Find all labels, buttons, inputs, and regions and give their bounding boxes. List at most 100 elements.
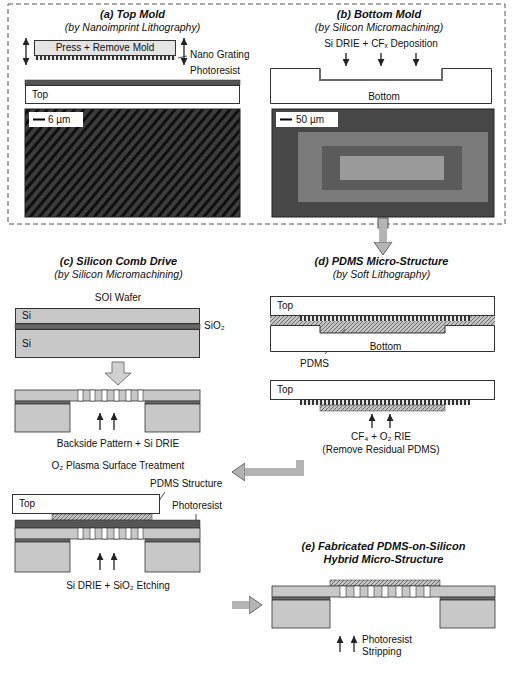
- patterned-wafer: [15, 401, 70, 404]
- layer-label: Si: [22, 338, 31, 350]
- patterned-wafer: [15, 390, 200, 401]
- bonded-assembly: [52, 514, 152, 520]
- hybrid-structure: [368, 586, 374, 597]
- leader-line: [178, 56, 187, 58]
- press-arrow: [26, 38, 184, 65]
- patterned-wafer: [15, 390, 200, 432]
- process-label: Photoresist Stripping: [362, 634, 434, 658]
- step-arrow: [105, 362, 131, 385]
- part-label: SOI Wafer: [95, 292, 141, 304]
- process-label: Si DRIE + SiO₂ Etching: [66, 580, 170, 592]
- deposition-arrow: [380, 53, 381, 66]
- resist-grating: [300, 316, 470, 321]
- silicon-layer: Si: [15, 329, 200, 358]
- sem-image: [322, 146, 462, 190]
- flow-arrow: [232, 601, 249, 609]
- hybrid-structure: [440, 600, 495, 628]
- step-subheading: (by Silicon Micromachining): [5, 268, 232, 281]
- hybrid-structure: [272, 600, 330, 628]
- step-subheading: (by Nanoimprint Lithography): [15, 21, 250, 34]
- bonded-assembly: [15, 520, 200, 528]
- sem-image: [272, 109, 494, 217]
- patterned-wafer: [138, 390, 143, 401]
- press-arrow: [183, 51, 184, 65]
- resist-grating: [300, 316, 470, 321]
- part-label: SiO₂: [204, 320, 225, 332]
- bonded-assembly: [90, 528, 95, 539]
- step-arrow: [105, 362, 131, 385]
- process-step-panel: (d) PDMS Micro-Structure(by Soft Lithogr…: [258, 255, 505, 460]
- mold-outline: [271, 69, 492, 104]
- part-label: Photoresist: [190, 65, 240, 77]
- substrate-layer: Top: [12, 494, 160, 514]
- bonded-assembly: [102, 528, 107, 539]
- pdms-layer: [270, 316, 495, 325]
- process-label: Backside Pattern + Si DRIE: [57, 438, 180, 450]
- part-label: PDMS: [300, 358, 329, 370]
- bonded-assembly: [145, 539, 200, 542]
- step-heading: (b) Bottom Mold: [258, 8, 500, 21]
- patterned-wafer: [145, 401, 200, 404]
- sem-image: [298, 132, 488, 202]
- leader-line: [196, 514, 197, 520]
- etch-arrow: [99, 553, 100, 570]
- bonded-assembly: [15, 539, 70, 542]
- etch-arrow: [100, 413, 114, 430]
- substrate-layer: Top: [270, 380, 495, 400]
- part-label: PDMS Structure: [150, 478, 222, 490]
- etch-arrow: [340, 636, 354, 652]
- press-arrow: [183, 38, 184, 51]
- bonded-assembly: [15, 542, 70, 572]
- patterned-wafer: [126, 390, 131, 401]
- bonded-assembly: [78, 528, 83, 539]
- patterned-wafer: [15, 404, 70, 432]
- part-label: Nano Grating: [190, 49, 249, 61]
- scale-label: 6 µm: [48, 114, 70, 126]
- layer-label: Si: [22, 310, 31, 322]
- layer-label: Top: [19, 498, 35, 510]
- step-subheading: (by Silicon Micromachining): [258, 21, 500, 34]
- sem-image: [340, 156, 444, 180]
- layer-label: Top: [277, 300, 293, 312]
- resist-grating: [300, 400, 470, 405]
- etch-arrow: [339, 636, 340, 652]
- bonded-assembly: [15, 528, 200, 539]
- layer-label: Top: [32, 89, 48, 101]
- step-heading: (e) Fabricated PDMS-on-Silicon Hybrid Mi…: [289, 540, 479, 566]
- process-label: CF₄ + O₂ RIE: [351, 431, 411, 443]
- etch-arrow: [371, 414, 372, 428]
- hybrid-structure: [272, 580, 495, 628]
- silicon-layer: Si: [15, 308, 200, 324]
- scale-label: 50 µm: [296, 114, 324, 126]
- patterned-wafer: [145, 404, 200, 432]
- bonded-assembly: [126, 528, 131, 539]
- sem-image: [280, 119, 292, 121]
- hybrid-structure: [440, 597, 495, 600]
- mold-grating: [34, 56, 176, 60]
- resist-grating: [300, 400, 470, 405]
- layer-label: Press + Remove Mold: [56, 42, 155, 54]
- mold-block: Bottom: [270, 68, 492, 104]
- process-label: (Remove Residual PDMS): [322, 444, 439, 456]
- mold-grating: [34, 56, 176, 60]
- flow-arrow: [379, 220, 387, 242]
- etch-arrow: [113, 553, 114, 570]
- hybrid-structure: [272, 597, 330, 600]
- fluorocarbon-coating: [320, 69, 442, 81]
- pdms-structure: [320, 405, 445, 411]
- sem-image: [25, 109, 240, 217]
- patterned-wafer: [114, 390, 119, 401]
- etch-arrow: [389, 414, 390, 428]
- etch-arrow: [99, 413, 100, 430]
- bonded-assembly: [138, 528, 143, 539]
- deposition-arrow: [345, 53, 346, 66]
- press-arrow: [25, 38, 26, 51]
- sem-image: [272, 109, 494, 217]
- layer-label: Bottom: [370, 341, 402, 353]
- dashed-frame: [8, 4, 505, 224]
- etch-arrow: [100, 553, 114, 570]
- process-step-panel: (e) Fabricated PDMS-on-Silicon Hybrid Mi…: [262, 540, 505, 685]
- sem-image: [29, 112, 83, 127]
- leader-line: [178, 56, 187, 58]
